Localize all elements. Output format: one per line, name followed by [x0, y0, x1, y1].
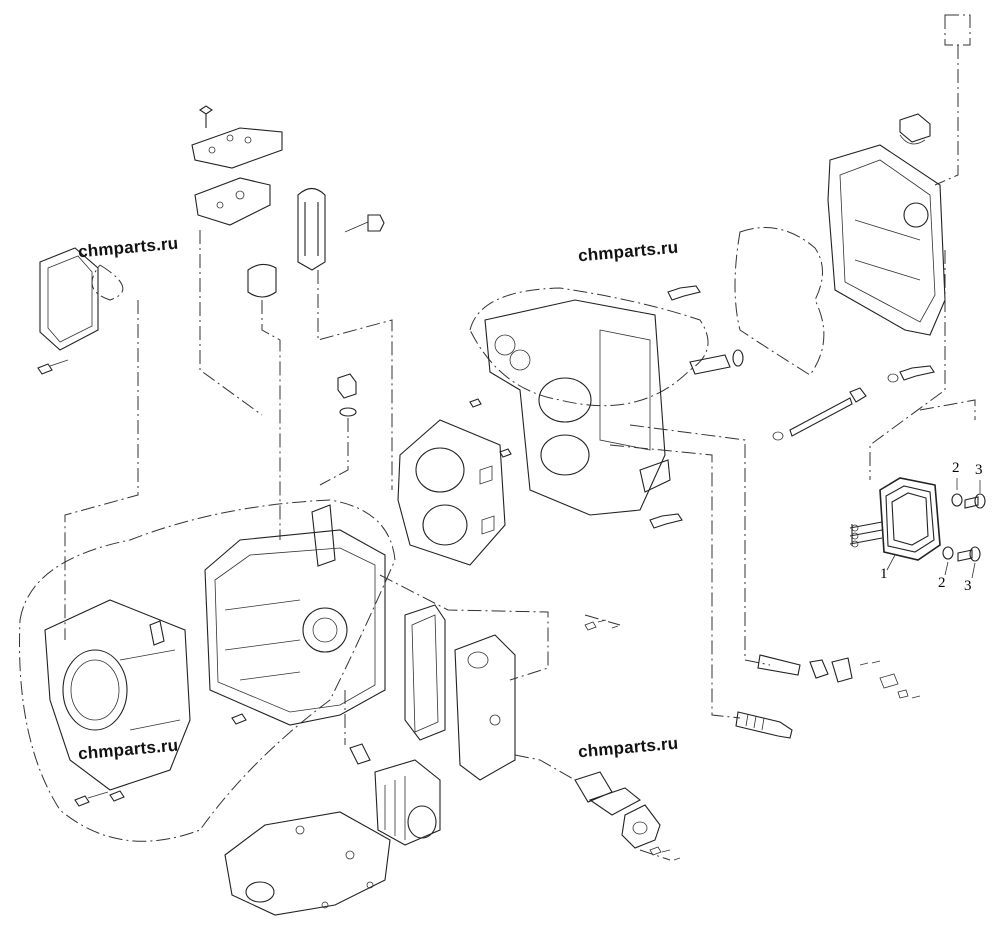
- cylinder-head: [484, 299, 671, 516]
- bolt: [344, 214, 385, 233]
- head-bolts: [469, 285, 701, 529]
- washer-lower: [942, 546, 954, 560]
- cylinder-head-outline: [469, 287, 709, 407]
- small-fasteners-center: [584, 619, 681, 861]
- left-cover-plate: [39, 247, 124, 351]
- ignition-coil-module[interactable]: [849, 477, 941, 561]
- oil-filter: [374, 759, 441, 846]
- callout-number: 2: [952, 460, 960, 476]
- clamp-bracket: [297, 187, 326, 271]
- callout-number: 2: [938, 575, 946, 591]
- drain-plug: [899, 113, 931, 145]
- exhaust-outer-cover: [827, 144, 946, 336]
- spark-plug-cap: [757, 654, 853, 683]
- long-bolt: [772, 387, 867, 441]
- exhaust-cover: [44, 599, 191, 791]
- sensor-pin: [689, 349, 744, 375]
- small-fasteners-right: [859, 660, 921, 699]
- spark-plug: [735, 711, 793, 739]
- callout-number: 1: [880, 566, 888, 582]
- block-bolt: [231, 713, 247, 725]
- bushing: [247, 263, 277, 298]
- washer-upper: [951, 493, 963, 507]
- bolt-lower: [957, 546, 981, 562]
- filter-fitting: [344, 690, 371, 765]
- side-cover: [454, 634, 516, 781]
- bolts-lower-left: [74, 790, 125, 807]
- cylinder-head-gasket: [397, 419, 506, 566]
- cover-bolt: [887, 365, 935, 383]
- exhaust-gasket: [734, 227, 825, 376]
- crankcase-outline: [19, 499, 396, 842]
- top-cover-plate: [191, 105, 283, 169]
- fitting: [337, 373, 357, 417]
- thermostat-housing: [574, 771, 661, 849]
- bolt-upper: [964, 493, 986, 509]
- screw: [37, 359, 69, 375]
- callout-number: 3: [964, 578, 972, 594]
- reference-box: [944, 14, 971, 46]
- cylinder-block: [204, 504, 386, 726]
- callout-number: 3: [975, 462, 983, 478]
- top-plate-gasket: [194, 177, 271, 226]
- cover-gasket: [404, 604, 446, 741]
- oil-pan-gasket: [224, 811, 391, 916]
